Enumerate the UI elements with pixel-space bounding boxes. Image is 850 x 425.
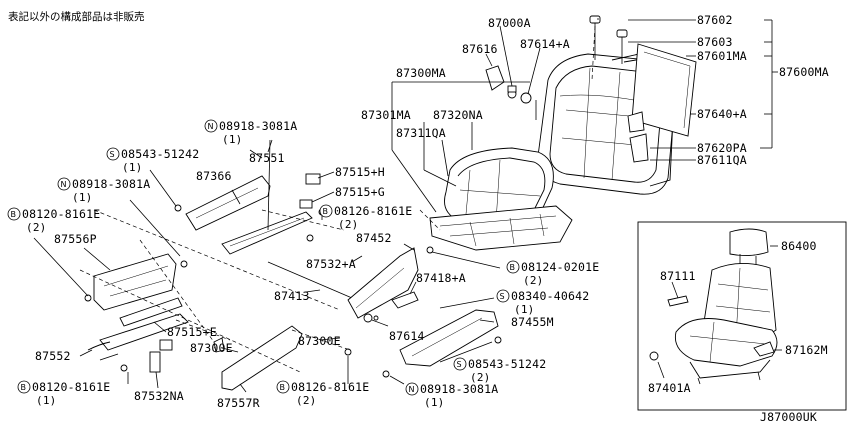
label-87401a: 87401A <box>648 381 691 395</box>
diagram-code: J87000UK <box>760 410 817 424</box>
label-08340-40642-qty: (1) <box>514 303 534 316</box>
label-87556p: 87556P <box>54 232 97 246</box>
label-08918-3081a-left-qty: (1) <box>72 191 92 204</box>
label-08126-8161e-bottom: 08126-8161E <box>291 380 369 394</box>
label-87111: 87111 <box>660 269 696 283</box>
label-08120-8161e-bottom-qty: (1) <box>36 394 56 407</box>
marker-s: S <box>457 360 462 369</box>
label-87620pa: 87620PA <box>697 141 747 155</box>
label-87603: 87603 <box>697 35 733 49</box>
label-87614: 87614 <box>389 329 425 343</box>
label-08918-3081a-left: 08918-3081A <box>72 177 150 191</box>
label-87300e-left: 87300E <box>190 341 233 355</box>
label-87311qa: 87311QA <box>396 126 446 140</box>
marker-b: B <box>21 383 27 392</box>
label-87515e: 87515+E <box>167 325 217 339</box>
marker-b: B <box>510 263 516 272</box>
label-87515g: 87515+G <box>335 185 385 199</box>
label-08120-8161e-top: 08120-8161E <box>22 207 100 221</box>
label-08340-40642: 08340-40642 <box>511 289 589 303</box>
label-87600ma: 87600MA <box>779 65 829 79</box>
label-87515h: 87515+H <box>335 165 385 179</box>
label-08120-8161e-bottom: 08120-8161E <box>32 380 110 394</box>
label-08543-51242-bottom-qty: (2) <box>470 371 490 384</box>
label-87452: 87452 <box>356 231 392 245</box>
label-08918-3081a-bottom-qty: (1) <box>424 396 444 409</box>
label-08918-3081a-top-qty: (1) <box>222 133 242 146</box>
part-labels: 87000A 87602 87603 87616 87614+A 87601MA… <box>22 13 829 424</box>
label-08126-8161e-top: 08126-8161E <box>334 204 412 218</box>
fastener-type-markers: N S N B B B S S B B N <box>7 119 520 396</box>
label-08126-8161e-bottom-qty: (2) <box>296 394 316 407</box>
label-87413: 87413 <box>274 289 310 303</box>
marker-b: B <box>11 210 17 219</box>
label-87602: 87602 <box>697 13 733 27</box>
label-87162m: 87162M <box>785 343 828 357</box>
label-87616: 87616 <box>462 42 498 56</box>
marker-b: B <box>323 207 329 216</box>
label-87532na: 87532NA <box>134 389 184 403</box>
label-86400: 86400 <box>781 239 817 253</box>
seat-cushion-drawing <box>429 147 573 251</box>
label-87300e-right: 87300E <box>298 334 341 348</box>
label-08120-8161e-top-qty: (2) <box>26 221 46 234</box>
header-note: 表記以外の構成部品は非販売 <box>8 10 145 23</box>
label-08124-0201e: 08124-0201E <box>521 260 599 274</box>
label-87601ma: 87601MA <box>697 49 747 63</box>
marker-s: S <box>500 292 505 301</box>
label-08126-8161e-top-qty: (2) <box>338 218 358 231</box>
label-08918-3081a-top: 08918-3081A <box>219 119 297 133</box>
label-87640a: 87640+A <box>697 107 747 121</box>
label-08543-51242-top-qty: (1) <box>122 161 142 174</box>
label-87552: 87552 <box>35 349 71 363</box>
label-87300ma: 87300MA <box>396 66 446 80</box>
leader-lines <box>33 18 778 393</box>
label-87320na: 87320NA <box>433 108 483 122</box>
marker-b: B <box>280 383 286 392</box>
label-87557r: 87557R <box>217 396 260 410</box>
label-87551: 87551 <box>249 151 285 165</box>
complete-seat-inset <box>637 221 847 411</box>
label-87301ma: 87301MA <box>361 108 411 122</box>
marker-s: S <box>110 150 115 159</box>
label-87000a: 87000A <box>488 16 531 30</box>
seat-back-drawing <box>485 15 697 195</box>
label-87614a: 87614+A <box>520 37 570 51</box>
label-08124-0201e-qty: (2) <box>523 274 543 287</box>
marker-n: N <box>409 385 415 394</box>
label-87532a: 87532+A <box>306 257 356 271</box>
marker-n: N <box>208 122 214 131</box>
label-08543-51242-top: 08543-51242 <box>121 147 199 161</box>
label-87418a: 87418+A <box>416 271 466 285</box>
label-87366: 87366 <box>196 169 232 183</box>
label-08543-51242-bottom: 08543-51242 <box>468 357 546 371</box>
label-87611qa: 87611QA <box>697 153 747 167</box>
label-08918-3081a-bottom: 08918-3081A <box>420 382 498 396</box>
marker-n: N <box>61 180 67 189</box>
label-87455m: 87455M <box>511 315 554 329</box>
seat-rail-mechanism-drawing <box>84 139 502 391</box>
